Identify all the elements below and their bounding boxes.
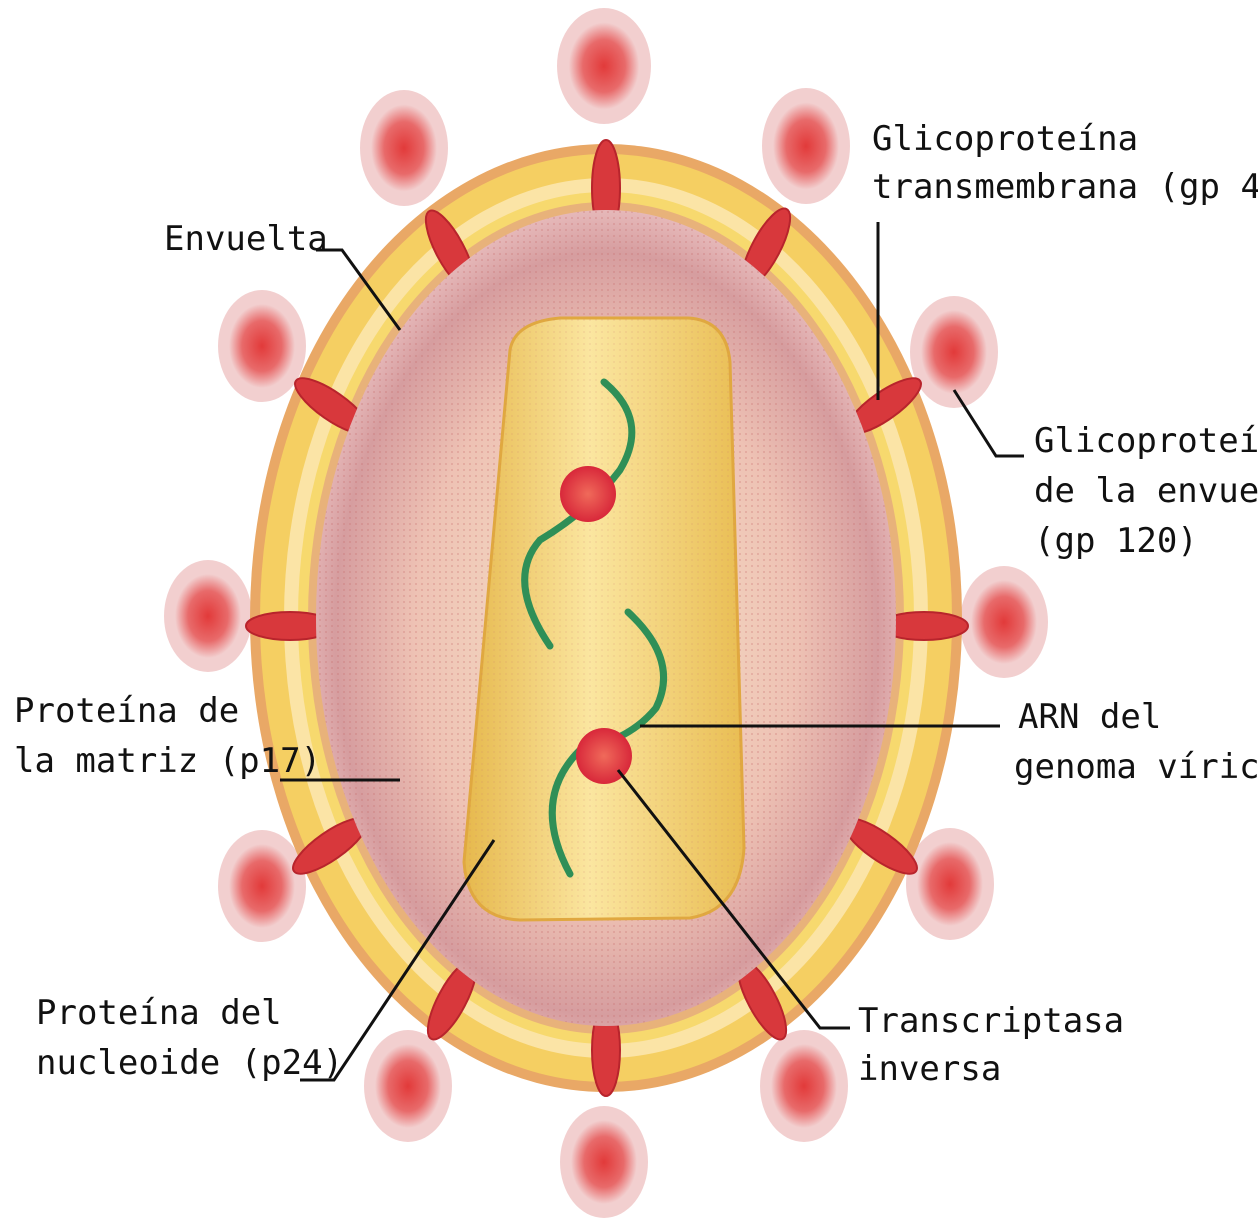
gp120-knob bbox=[364, 1030, 452, 1142]
gp120-knob bbox=[218, 290, 306, 402]
gp120-knob bbox=[164, 560, 252, 672]
label-gp41-line2: transmembrana (gp 41) bbox=[872, 167, 1258, 207]
label-nucleoide-line1: Proteína del bbox=[36, 993, 282, 1033]
gp120-knob bbox=[960, 566, 1048, 678]
label-matriz-line2: la matriz (p17) bbox=[14, 741, 321, 781]
label-arn-line2: genoma vírico bbox=[1014, 747, 1258, 787]
gp120-knob bbox=[560, 1106, 648, 1218]
gp120-knob bbox=[760, 1030, 848, 1142]
gp120-knob bbox=[906, 828, 994, 940]
gp120-knob bbox=[557, 8, 651, 124]
nucleoid-capsid bbox=[464, 318, 744, 920]
label-gp120-line3: (gp 120) bbox=[1034, 521, 1198, 561]
label-gp120-line2: de la envuelta bbox=[1034, 471, 1258, 511]
label-arn-line1: ARN del bbox=[1018, 697, 1161, 737]
label-nucleoide-line2: nucleoide (p24) bbox=[36, 1043, 343, 1083]
gp120-knob bbox=[762, 88, 850, 204]
label-gp120-line1: Glicoproteína bbox=[1034, 421, 1258, 461]
label-transcriptasa-line1: Transcriptasa bbox=[858, 1001, 1124, 1041]
gp120-knob bbox=[360, 90, 448, 206]
label-gp41-line1: Glicoproteína bbox=[872, 119, 1138, 159]
enzyme-upper bbox=[560, 466, 616, 522]
gp120-knob bbox=[218, 830, 306, 942]
label-envuelta: Envuelta bbox=[164, 219, 328, 259]
label-transcriptasa-line2: inversa bbox=[858, 1049, 1001, 1089]
label-matriz-line1: Proteína de bbox=[14, 691, 239, 731]
